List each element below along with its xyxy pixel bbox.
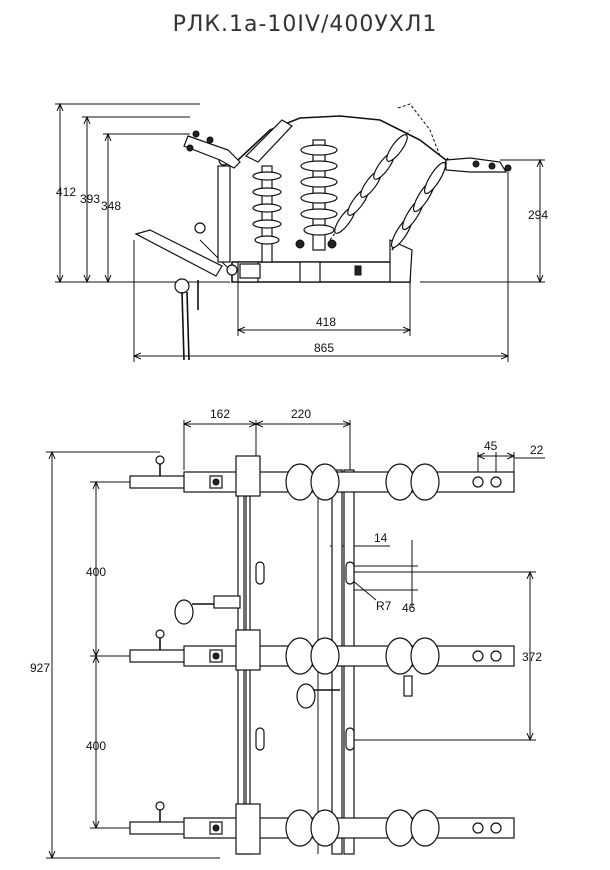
dim-45: 45 (484, 439, 498, 453)
phase-row-top (129, 455, 515, 501)
phase-row-bottom (129, 801, 515, 855)
dim-412: 412 (56, 185, 76, 199)
dim-418: 418 (316, 315, 336, 329)
dim-927: 927 (30, 661, 50, 675)
dim-r7: R7 (376, 599, 392, 613)
dim-400-lower: 400 (86, 739, 106, 753)
dim-46: 46 (402, 601, 416, 615)
top-view: 162 220 45 22 927 400 400 372 14 R7 (30, 407, 545, 858)
dim-372: 372 (522, 650, 542, 664)
drawing-title: РЛК.1а-10IV/400УХЛ1 (172, 12, 438, 37)
dim-348: 348 (101, 199, 121, 213)
insulator-4 (390, 157, 449, 251)
dim-865: 865 (314, 341, 334, 355)
dim-162: 162 (210, 407, 230, 421)
insulator-2 (295, 139, 338, 251)
dim-22: 22 (530, 443, 544, 457)
dim-294: 294 (528, 208, 548, 222)
insulator-1 (252, 165, 282, 263)
dim-393: 393 (80, 192, 100, 206)
dim-220: 220 (291, 407, 311, 421)
insulator-3-tilted (329, 129, 411, 241)
dim-400-upper: 400 (86, 565, 106, 579)
side-view: 412 393 348 294 (55, 104, 548, 362)
dim-14: 14 (374, 531, 388, 545)
phase-row-middle (129, 595, 515, 709)
